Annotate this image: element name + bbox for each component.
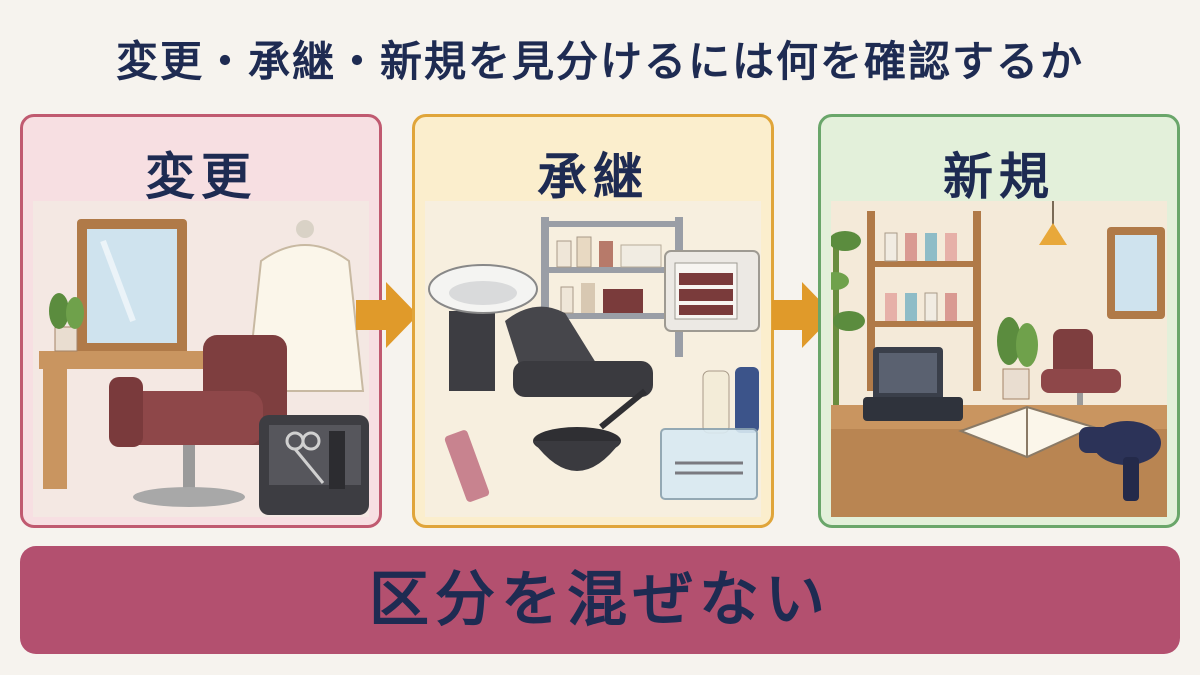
hair-dryer-icon xyxy=(1079,421,1161,501)
dye-bowl-icon xyxy=(533,388,647,471)
plant-icon xyxy=(49,293,84,352)
panel-shoukei: 承継 xyxy=(412,114,774,528)
bottom-banner: 区分を混ぜない xyxy=(20,546,1180,654)
page-title: 変更・承継・新規を見分けるには何を確認するか xyxy=(115,37,1084,86)
panel-heading-shoukei: 承継 xyxy=(537,148,649,206)
salon-scene-shinki xyxy=(831,201,1167,517)
arrow-right-icon xyxy=(356,282,418,352)
color-tube-icon xyxy=(444,430,490,502)
panel-henkou: 変更 xyxy=(20,114,382,528)
shampoo-chair-icon xyxy=(505,306,653,397)
register-icon xyxy=(863,347,963,421)
mirror-icon xyxy=(77,219,187,355)
panel-heading-shinki: 新規 xyxy=(943,148,1055,206)
plant-icon xyxy=(997,317,1038,400)
shampoo-bowl-icon xyxy=(428,264,538,391)
mirror-icon xyxy=(1107,227,1165,319)
lamp-icon xyxy=(1039,201,1067,245)
styling-chair-icon xyxy=(109,335,287,507)
panel-shinki: 新規 xyxy=(818,114,1180,528)
plant-icon xyxy=(831,231,865,421)
salon-scene-henkou xyxy=(33,201,369,517)
sterilizer-box-icon xyxy=(660,428,758,500)
salon-scene-shoukei xyxy=(425,201,761,517)
tool-tray-icon xyxy=(259,415,369,515)
styling-chair-icon xyxy=(1041,329,1121,413)
arrow-right-icon xyxy=(772,282,834,352)
towel-warmer-icon xyxy=(664,250,760,332)
panel-heading-henkou: 変更 xyxy=(145,148,257,206)
shelf-icon xyxy=(867,211,981,391)
